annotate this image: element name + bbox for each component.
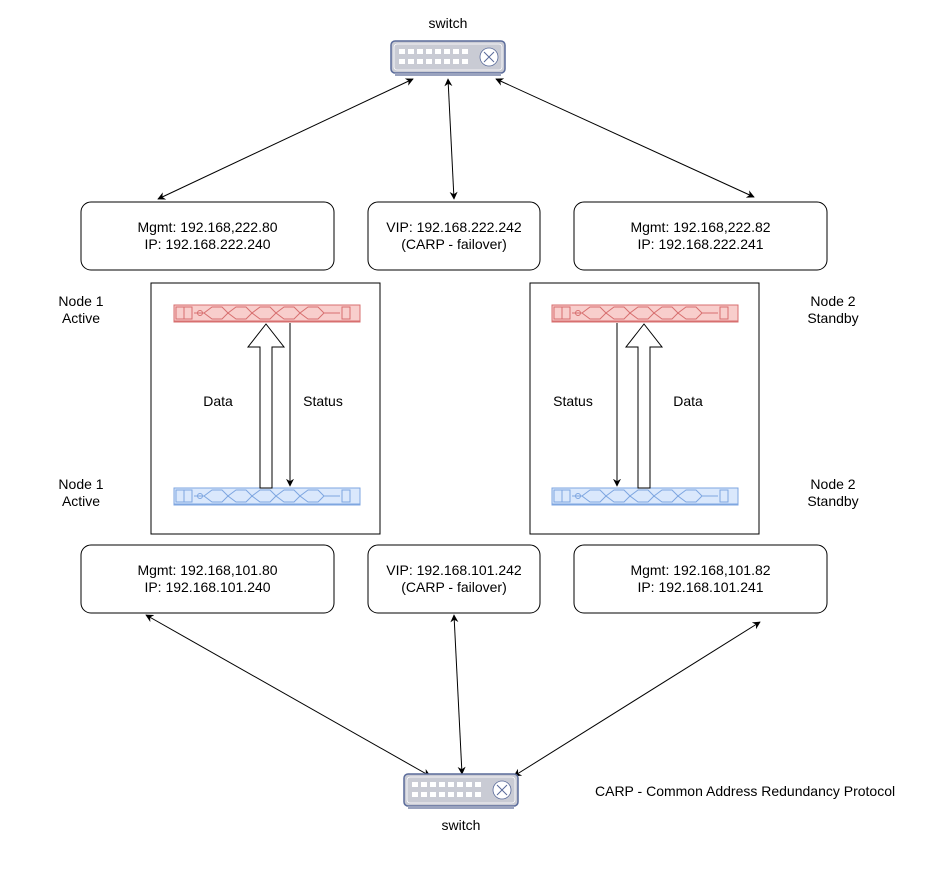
node2-red-interface [551,304,739,323]
node2-blue-interface [551,487,739,506]
bottom-left-ip: IP: 192.168.101.240 [144,579,271,595]
top-right-ip: IP: 192.168.222.241 [637,236,764,252]
top-box-left-text: Mgmt: 192.168,222.80 IP: 192.168.222.240 [81,202,334,270]
node2-bottom-name: Node 2 [810,476,856,492]
bottom-box-right-text: Mgmt: 192.168,101.82 IP: 192.168.101.241 [574,545,827,613]
carp-legend: CARP - Common Address Redundancy Protoco… [595,783,896,799]
switch-top-label: switch [428,15,468,31]
top-center-carp: (CARP - failover) [401,236,507,252]
node1-data-block-arrow [246,323,286,489]
top-left-mgmt: Mgmt: 192.168,222.80 [137,219,278,235]
switch-top-icon [390,40,506,77]
node2-top-name: Node 2 [810,293,856,309]
bottom-box-left-text: Mgmt: 192.168,101.80 IP: 192.168.101.240 [81,545,334,613]
node1-blue-interface [173,487,361,506]
link-mgmt-left-to-switch-bottom [145,614,431,777]
switch-bottom-icon [403,773,519,810]
top-center-vip: VIP: 192.168.222.242 [386,219,522,235]
link-mgmt-right-to-switch-bottom [513,621,761,777]
switch-bottom-label: switch [441,817,481,833]
node1-status-label: Status [303,393,343,409]
bottom-center-carp: (CARP - failover) [401,579,507,595]
bottom-center-vip: VIP: 192.168.101.242 [386,562,522,578]
link-switch-top-to-mgmt-left [157,78,414,200]
node1-bottom-label: Node 1 Active [50,476,112,510]
node2-status-label: Status [553,393,593,409]
node2-bottom-label: Node 2 Standby [800,476,866,510]
top-box-right [573,201,828,271]
top-box-left [80,201,335,271]
node1-bottom-name: Node 1 [58,476,104,492]
node1-top-label: Node 1 Active [50,293,112,327]
bottom-box-center-text: VIP: 192.168.101.242 (CARP - failover) [368,545,540,613]
link-vip-bottom-to-switch-bottom [450,614,466,775]
top-right-mgmt: Mgmt: 192.168,222.82 [630,219,771,235]
bottom-box-left [80,544,335,614]
bottom-right-mgmt: Mgmt: 192.168,101.82 [630,562,771,578]
bottom-left-mgmt: Mgmt: 192.168,101.80 [137,562,278,578]
top-box-center-text: VIP: 192.168.222.242 (CARP - failover) [368,202,540,270]
node1-top-name: Node 1 [58,293,104,309]
node1-bottom-state: Active [61,493,101,509]
node2-top-label: Node 2 Standby [800,293,866,327]
node1-red-interface [173,304,361,323]
top-box-center [367,201,541,271]
node2-top-state: Standby [807,310,859,326]
node2-data-block-arrow [624,323,664,489]
node1-data-label: Data [203,393,233,409]
bottom-box-right [573,544,828,614]
bottom-box-center [367,544,541,614]
bottom-right-ip: IP: 192.168.101.241 [637,579,764,595]
top-left-ip: IP: 192.168.222.240 [144,236,271,252]
top-box-right-text: Mgmt: 192.168,222.82 IP: 192.168.222.241 [574,202,827,270]
node2-bottom-state: Standby [807,493,859,509]
link-switch-top-to-vip-top [444,78,458,200]
node1-top-state: Active [61,310,101,326]
link-switch-top-to-mgmt-right [495,78,755,198]
node2-data-label: Data [673,393,703,409]
